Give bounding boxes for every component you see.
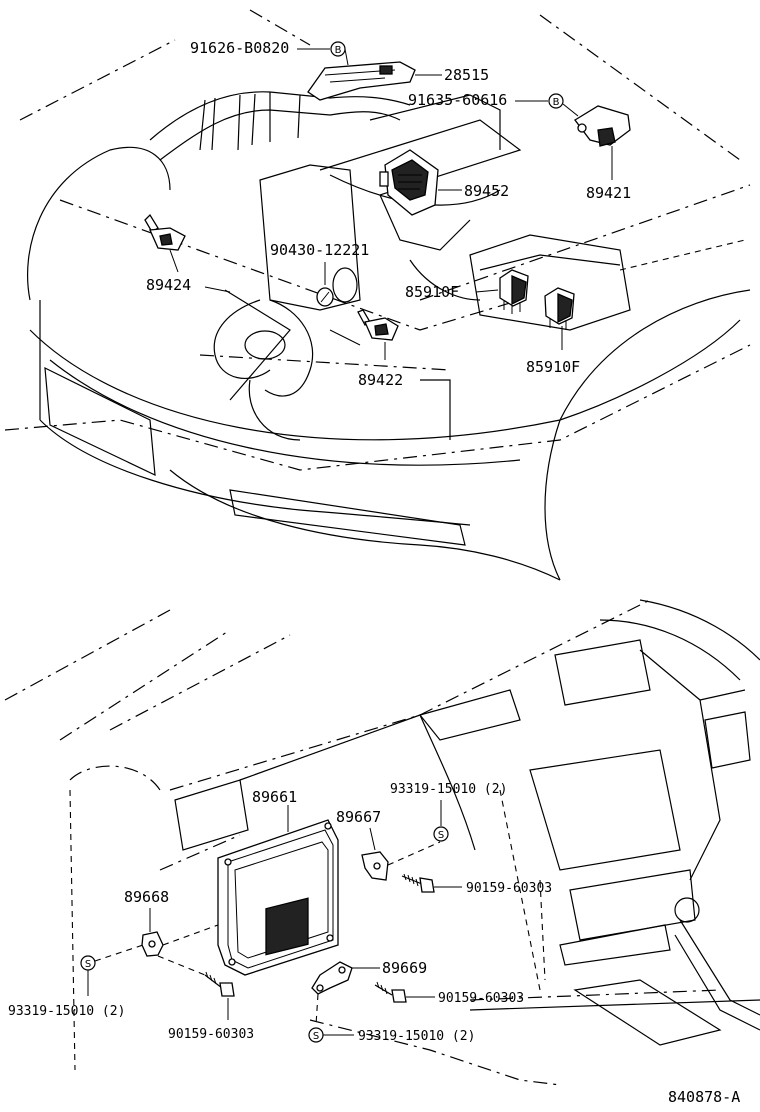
s-badge-icon: S xyxy=(80,955,96,971)
part-number-89669: 89669 xyxy=(382,959,427,977)
dashboard-illustration xyxy=(4,599,760,1086)
part-89421-icon xyxy=(574,105,631,147)
part-number-89452: 89452 xyxy=(464,182,509,200)
bracket-89667-icon xyxy=(361,851,389,881)
part-number-90159-60303-c: 90159-60303 xyxy=(168,1027,254,1042)
svg-text:S: S xyxy=(313,1031,319,1042)
part-28515-icon xyxy=(307,61,416,101)
part-89424-icon xyxy=(144,213,186,251)
part-number-85910F-b: 85910F xyxy=(526,358,580,376)
s-badge-icon: S xyxy=(308,1027,324,1043)
part-number-93319-15010-a: 93319-15010 (2) xyxy=(390,782,507,797)
part-number-90159-60303-b: 90159-60303 xyxy=(438,991,524,1006)
part-number-90430-12221: 90430-12221 xyxy=(270,241,369,259)
ecu-89661-icon xyxy=(217,819,339,976)
b-badge-icon: B xyxy=(548,93,564,109)
svg-text:B: B xyxy=(335,45,342,56)
part-number-89422: 89422 xyxy=(358,371,403,389)
part-number-85910F-a: 85910F xyxy=(405,283,459,301)
diagram-id: 840878-A xyxy=(668,1088,740,1106)
part-89452-icon xyxy=(379,149,439,216)
engine-bay-illustration xyxy=(4,9,751,581)
svg-text:B: B xyxy=(553,97,560,108)
svg-text:S: S xyxy=(85,959,91,970)
bolt-90159-icon xyxy=(401,873,435,893)
part-number-28515: 28515 xyxy=(444,66,489,84)
bolt-90159-icon xyxy=(374,981,407,1003)
relay-85910F-icon xyxy=(544,287,575,330)
callout-91626-B0820: 91626-B0820 B xyxy=(190,39,349,66)
part-number-93319-15010-b: 93319-15010 (2) xyxy=(358,1029,475,1044)
b-badge-icon: B xyxy=(330,41,346,57)
part-number-89668: 89668 xyxy=(124,888,169,906)
part-number-91635-60616: 91635-60616 xyxy=(408,91,507,109)
part-number-90159-60303-a: 90159-60303 xyxy=(466,881,552,896)
part-number-89424: 89424 xyxy=(146,276,191,294)
part-number-89421: 89421 xyxy=(586,184,631,202)
s-badge-icon: S xyxy=(433,826,449,842)
svg-text:S: S xyxy=(438,830,444,841)
bracket-89668-icon xyxy=(141,931,164,957)
part-number-89661: 89661 xyxy=(252,788,297,806)
bolt-90159-icon xyxy=(204,971,235,997)
part-number-91626-B0820: 91626-B0820 xyxy=(190,39,289,57)
part-number-89667: 89667 xyxy=(336,808,381,826)
part-number-93319-15010-c: 93319-15010 (2) xyxy=(8,1004,125,1019)
part-89422-icon xyxy=(357,309,399,341)
bracket-89669-icon xyxy=(311,961,353,995)
relay-85910F-icon xyxy=(499,269,529,314)
